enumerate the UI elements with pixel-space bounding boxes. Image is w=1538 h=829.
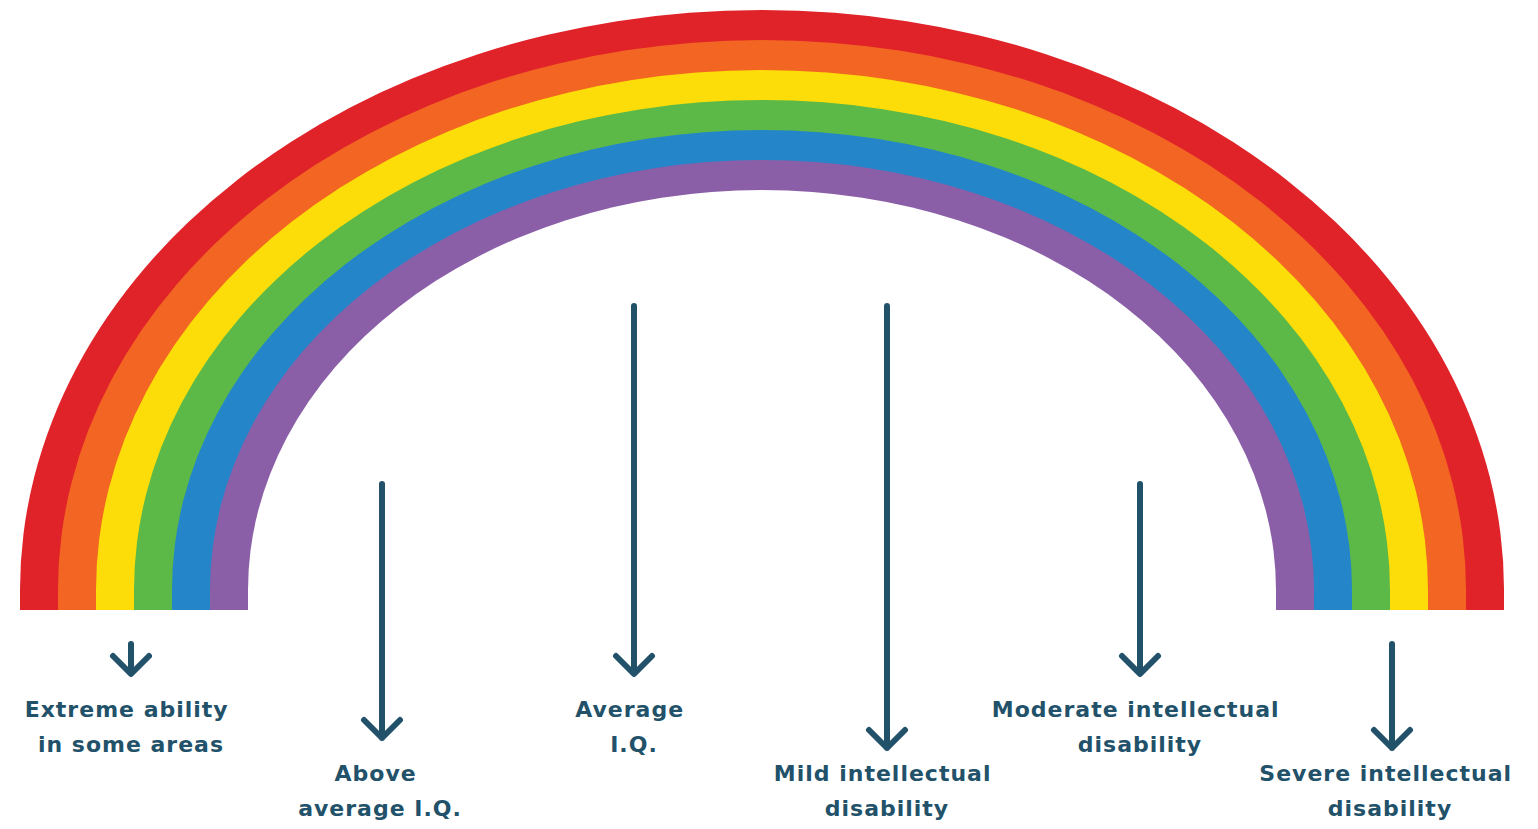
arrow xyxy=(869,306,905,748)
label-line: Mild intellectual xyxy=(774,756,1000,791)
label-line: Average xyxy=(575,692,693,727)
rainbow-hollow xyxy=(248,190,1276,612)
label-line: average I.Q. xyxy=(298,791,462,826)
range-label: Moderate intellectual disability xyxy=(992,692,1288,762)
range-label: Extreme ability in some areas xyxy=(25,692,238,762)
rainbow xyxy=(20,10,1504,612)
label-line: Moderate intellectual xyxy=(992,692,1288,727)
arrow xyxy=(113,644,149,674)
label-line: Extreme ability xyxy=(25,692,238,727)
label-line: Severe intellectual xyxy=(1259,756,1520,791)
label-line: in some areas xyxy=(25,727,238,762)
label-line: disability xyxy=(992,727,1288,762)
range-label: Mild intellectual disability xyxy=(774,756,1000,826)
arrow xyxy=(1374,644,1410,748)
arrow xyxy=(1122,484,1158,674)
range-label: Severe intellectual disability xyxy=(1259,756,1520,826)
label-line: disability xyxy=(1259,791,1520,826)
label-line: disability xyxy=(774,791,1000,826)
arrow xyxy=(616,306,652,674)
range-label: Average I.Q. xyxy=(575,692,693,762)
range-label: Above average I.Q. xyxy=(298,756,462,826)
arrow xyxy=(364,484,400,738)
label-line: I.Q. xyxy=(575,727,693,762)
label-line: Above xyxy=(298,756,462,791)
arrows xyxy=(113,306,1410,748)
